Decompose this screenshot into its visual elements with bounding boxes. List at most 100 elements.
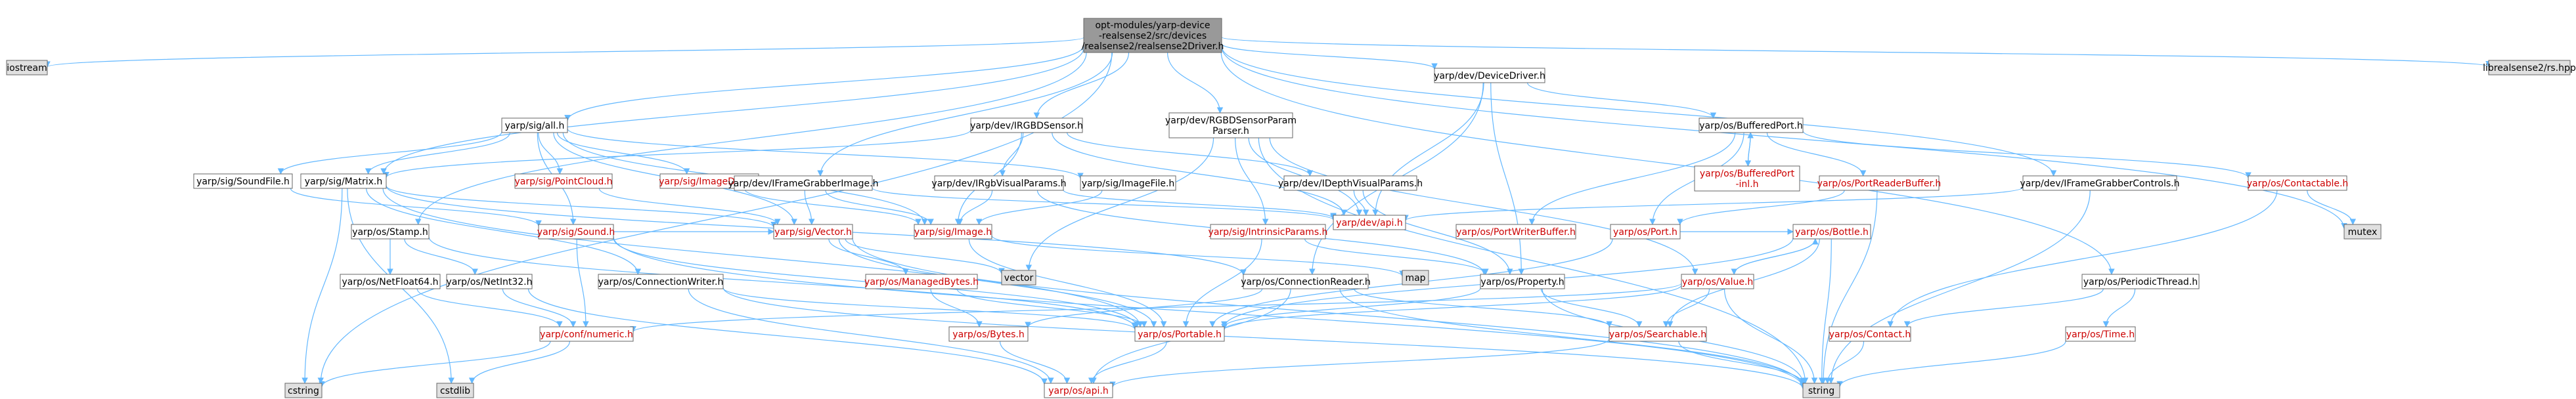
node-sig-matrix[interactable]: yarp/sig/Matrix.h: [300, 173, 387, 189]
node-label: yarp/os/Portable.h: [1138, 329, 1222, 340]
node-label: yarp/dev/IFrameGrabberImage.h: [728, 178, 879, 189]
dependency-edge: [1182, 238, 1262, 327]
node-root[interactable]: opt-modules/yarp-device-realsense2/src/d…: [1082, 18, 1224, 53]
node-box: [1210, 224, 1326, 240]
node-os-bytes[interactable]: yarp/os/Bytes.h: [948, 326, 1029, 342]
node-iostream: iostream: [6, 60, 48, 75]
node-label: yarp/os/NetFloat64.h: [342, 277, 438, 287]
node-os-api[interactable]: yarp/os/api.h: [1044, 383, 1113, 398]
node-conf-numeric[interactable]: yarp/conf/numeric.h: [539, 326, 634, 342]
node-label: yarp/os/Bytes.h: [952, 329, 1024, 340]
dependency-edge: [1678, 341, 1806, 385]
node-box: [598, 274, 724, 289]
node-os-portwriterbuffer[interactable]: yarp/os/PortWriterBuffer.h: [1455, 224, 1576, 240]
node-label: yarp/os/ManagedBytes.h: [864, 277, 979, 287]
node-label: yarp/dev/IRgbVisualParams.h: [931, 178, 1066, 189]
dependency-edge: [613, 236, 1806, 389]
dependency-edge: [380, 47, 1084, 175]
dependency-edge: [828, 238, 909, 275]
node-os-bufferedport[interactable]: yarp/os/BufferedPort.h: [1699, 117, 1804, 133]
node-sig-intrinsicparams[interactable]: yarp/sig/IntrinsicParams.h: [1209, 224, 1328, 240]
node-box: [1480, 274, 1565, 289]
node-sig-pointcloud[interactable]: yarp/sig/PointCloud.h: [514, 173, 613, 189]
node-box: [1001, 270, 1036, 285]
dependency-edge: [277, 131, 502, 175]
dependency-edge: [1362, 190, 1513, 275]
node-os-portreaderbuffer[interactable]: yarp/os/PortReaderBuffer.h: [1817, 175, 1942, 191]
node-os-netint32[interactable]: yarp/os/NetInt32.h: [446, 274, 533, 289]
node-box: [340, 274, 441, 289]
node-box: [1699, 117, 1804, 133]
node-dev-iframegrabberimage[interactable]: yarp/dev/IFrameGrabberImage.h: [728, 175, 879, 191]
dependency-edge: [576, 238, 589, 327]
node-label: yarp/os/Stamp.h: [352, 227, 428, 238]
node-os-portable[interactable]: yarp/os/Portable.h: [1134, 326, 1225, 342]
node-dev-idepthvisualparams[interactable]: yarp/dev/IDepthVisualParams.h: [1278, 175, 1423, 191]
node-os-bufferedportinl[interactable]: yarp/os/BufferedPort-inl.h: [1694, 165, 1800, 192]
node-os-bottle[interactable]: yarp/os/Bottle.h: [1792, 224, 1871, 240]
dependency-edge: [414, 52, 1087, 225]
node-box: [1610, 224, 1681, 240]
node-sig-imagefile[interactable]: yarp/sig/ImageFile.h: [1080, 175, 1176, 191]
node-box: [501, 117, 568, 133]
dependency-edge: [1221, 43, 1438, 70]
node-os-stamp[interactable]: yarp/os/Stamp.h: [351, 224, 430, 240]
dependency-edge: [722, 287, 1806, 390]
dependency-edge: [722, 287, 1138, 331]
node-box: [351, 224, 430, 240]
dependency-edge: [383, 129, 971, 178]
dependency-edge: [1220, 52, 2115, 275]
node-os-contact[interactable]: yarp/os/Contact.h: [1829, 326, 1911, 342]
node-label: yarp/sig/all.h: [505, 121, 565, 131]
dependency-edge: [556, 132, 690, 175]
dependency-edge: [301, 188, 343, 384]
node-sig-all[interactable]: yarp/sig/all.h: [501, 117, 568, 133]
node-box: [1243, 274, 1369, 289]
node-label: map: [1405, 273, 1425, 284]
node-sig-soundfile[interactable]: yarp/sig/SoundFile.h: [193, 173, 293, 189]
node-os-connwriter[interactable]: yarp/os/ConnectionWriter.h: [598, 274, 724, 289]
node-os-managedbytes[interactable]: yarp/os/ManagedBytes.h: [864, 274, 979, 289]
node-os-periodicthread[interactable]: yarp/os/PeriodicThread.h: [2081, 274, 2200, 289]
node-os-value[interactable]: yarp/os/Value.h: [1681, 274, 1754, 289]
node-box: [970, 117, 1083, 133]
node-map: map: [1402, 270, 1429, 285]
dependency-edge: [930, 288, 983, 327]
node-label: yarp/os/Searchable.h: [1609, 329, 1706, 340]
node-os-netfloat64[interactable]: yarp/os/NetFloat64.h: [340, 274, 441, 289]
node-box: [1792, 224, 1871, 240]
node-sig-image[interactable]: yarp/sig/Image.h: [914, 224, 992, 240]
node-os-searchable[interactable]: yarp/os/Searchable.h: [1609, 326, 1707, 342]
node-os-time[interactable]: yarp/os/Time.h: [2065, 326, 2136, 342]
node-dev-irgbdsensor[interactable]: yarp/dev/IRGBDSensor.h: [970, 117, 1083, 133]
node-label: yarp/dev/DeviceDriver.h: [1434, 71, 1545, 81]
dependency-edge: [991, 235, 1406, 277]
dependency-edge: [804, 190, 815, 225]
node-box: [1333, 215, 1406, 230]
node-sig-vector[interactable]: yarp/sig/Vector.h: [773, 224, 853, 240]
dependency-edge: [1766, 132, 1867, 177]
dependency-edge: [872, 187, 1337, 221]
node-os-port[interactable]: yarp/os/Port.h: [1610, 224, 1681, 240]
node-dev-iframegrabbercontrols[interactable]: yarp/dev/IFrameGrabberControls.h: [2020, 175, 2180, 191]
node-box: [1402, 270, 1429, 285]
dependency-edge: [1353, 190, 1369, 216]
dependency-edge: [1354, 288, 1612, 327]
dependency-edge: [1733, 238, 1819, 275]
node-dev-api[interactable]: yarp/dev/api.h: [1333, 215, 1406, 230]
node-box: [1134, 326, 1225, 342]
node-label: yarp/os/Bottle.h: [1795, 227, 1869, 238]
dependency-edge: [956, 190, 993, 225]
node-os-property[interactable]: yarp/os/Property.h: [1480, 274, 1565, 289]
node-label: yarp/dev/IDepthVisualParams.h: [1278, 178, 1423, 189]
node-sig-sound[interactable]: yarp/sig/Sound.h: [537, 224, 615, 240]
node-dev-devicedriver[interactable]: yarp/dev/DeviceDriver.h: [1434, 68, 1545, 83]
node-os-contactable[interactable]: yarp/os/Contactable.h: [2247, 175, 2349, 191]
node-dev-irgbvisualparams[interactable]: yarp/dev/IRgbVisualParams.h: [931, 175, 1067, 191]
node-string: string: [1802, 383, 1840, 398]
dependency-edge: [852, 238, 1806, 388]
dependency-edge: [386, 185, 777, 228]
dependency-edge: [44, 37, 1084, 68]
node-os-connreader[interactable]: yarp/os/ConnectionReader.h: [1241, 274, 1371, 289]
